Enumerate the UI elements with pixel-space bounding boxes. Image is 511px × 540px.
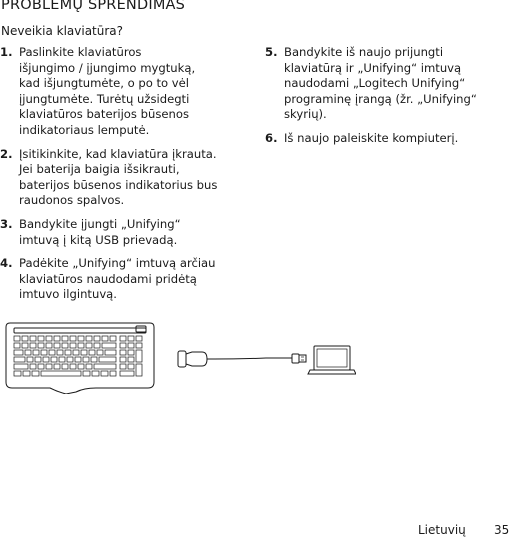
page-subtitle: Neveikia klaviatūra? (1, 24, 124, 38)
step-1: 1. Paslinkite klaviatūros išjungimo / įj… (0, 45, 250, 139)
step-line: Paslinkite klaviatūros (19, 45, 142, 59)
step-number: 4. (0, 256, 13, 271)
keyboard-icon (5, 322, 155, 394)
step-number: 5. (265, 45, 278, 59)
steps-column-left: 1. Paslinkite klaviatūros išjungimo / įj… (0, 45, 250, 311)
step-6: 6. Iš naujo paleiskite kompiuterį. (265, 131, 511, 147)
step-line: Bandykite iš naujo prijungti (284, 45, 444, 59)
step-line: skyrių). (284, 107, 327, 122)
step-line: indikatoriaus lemputė. (19, 122, 150, 137)
step-line: raudonos spalvos. (19, 193, 125, 208)
step-line: baterijos būsenos indikatorius bus (19, 177, 218, 192)
step-line: Iš naujo paleiskite kompiuterį. (284, 130, 459, 145)
step-2: 2. Įsitikinkite, kad klaviatūra įkrauta.… (0, 147, 250, 209)
step-line: Bandykite įjungti „Unifying“ (19, 216, 181, 231)
step-number: 2. (0, 146, 13, 161)
step-line: klaviatūros baterijos būsenos (19, 107, 189, 122)
step-line: naudodami „Logitech Unifying“ (284, 76, 466, 91)
step-4: 4. Padėkite „Unifying“ imtuvą arčiau kla… (0, 256, 250, 303)
step-line: programinę įrangą (žr. „Unifying“ (284, 91, 477, 106)
step-line: Įsitikinkite, kad klaviatūra įkrauta. (19, 146, 217, 161)
step-number: 3. (0, 216, 13, 231)
step-line: klaviatūrą ir „Unifying“ imtuvą (284, 60, 462, 75)
receiver-extender-cable-icon (177, 350, 307, 368)
step-line: klaviatūros naudodami pridėtą (19, 271, 197, 286)
step-3: 3. Bandykite įjungti „Unifying“ imtuvą į… (0, 217, 250, 248)
step-line: Jei baterija baigia išsikrauti, (19, 162, 180, 177)
step-number: 1. (0, 45, 13, 59)
step-number: 6. (265, 130, 278, 145)
laptop-icon (307, 345, 356, 375)
step-line: imtuvo ilgintuvą. (19, 287, 117, 302)
footer-language: Lietuvių (418, 523, 466, 537)
page-number: 35 (494, 523, 510, 537)
step-5: 5. Bandykite iš naujo prijungti klaviatū… (265, 45, 511, 123)
step-line: imtuvą į kitą USB prievadą. (19, 232, 178, 247)
keyboard-receiver-extender-illustration (5, 322, 356, 394)
step-line: Padėkite „Unifying“ imtuvą arčiau (19, 256, 216, 271)
step-line: įjungtumėte. Turėtų užsidegti (19, 91, 190, 106)
step-line: kad išjungtumėte, o po to vėl (19, 76, 190, 91)
page-title: PROBLEMŲ SPRENDIMAS (1, 0, 186, 13)
steps-column-right: 5. Bandykite iš naujo prijungti klaviatū… (265, 45, 511, 155)
step-line: išjungimo / įjungimo mygtuką, (19, 60, 196, 75)
